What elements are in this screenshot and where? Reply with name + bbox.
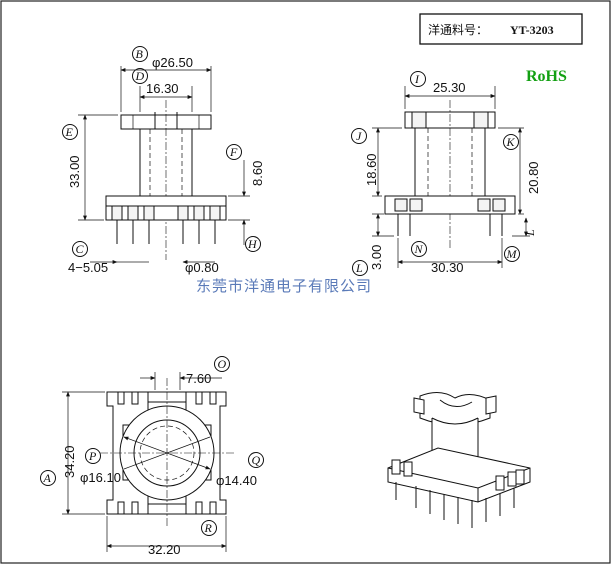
tag-d — [132, 68, 148, 84]
dim-slot-width: 7.60 — [186, 371, 211, 386]
svg-text:D: D — [135, 69, 145, 83]
dim-pin-pitch: 4−5.05 — [68, 260, 108, 275]
dim-base-height: 8.60 — [250, 161, 265, 186]
dim-core-width: 16.30 — [146, 81, 179, 96]
tag-r — [201, 520, 217, 536]
dim-top-width: 25.30 — [433, 80, 466, 95]
rohs-mark: RoHS — [526, 68, 567, 85]
tag-l — [352, 260, 368, 276]
svg-text:Q: Q — [252, 453, 261, 467]
iso-base — [387, 447, 531, 503]
svg-text:K: K — [506, 135, 516, 149]
svg-text:A: A — [43, 471, 52, 485]
tag-f — [226, 144, 242, 160]
base-plate — [105, 195, 227, 207]
dim-pin-span: 30.30 — [431, 260, 464, 275]
svg-text:L: L — [355, 261, 363, 275]
tag-i — [410, 71, 426, 87]
tag-c — [72, 241, 88, 257]
side-pins — [397, 214, 503, 236]
part-number-value: YT-3203 — [510, 23, 554, 37]
svg-text:E: E — [65, 125, 74, 139]
svg-text:J: J — [356, 129, 362, 143]
dim-bore-diameter: φ14.40 — [216, 473, 257, 488]
dim-body-height: 20.80 — [526, 161, 541, 194]
tag-b — [132, 46, 148, 62]
svg-text:R: R — [204, 521, 213, 535]
part-number-box: 洋通料号： YT-3203 — [419, 13, 583, 45]
part-number-prefix: 洋通料号： — [428, 22, 488, 37]
dim-pin-length: 3.00 — [369, 245, 384, 270]
dim-base-width: 32.20 — [148, 542, 181, 557]
tag-h — [245, 236, 261, 252]
svg-text:H: H — [247, 237, 258, 251]
tag-m — [504, 246, 520, 262]
tag-n — [411, 241, 427, 257]
label-l-small: L — [523, 229, 537, 237]
dim-height: 33.00 — [67, 155, 82, 188]
dim-outer-height: 34.20 — [62, 445, 77, 478]
svg-text:I: I — [414, 72, 420, 86]
tag-p — [85, 448, 101, 464]
svg-text:M: M — [506, 247, 518, 261]
tag-a — [40, 470, 56, 486]
svg-text:F: F — [229, 145, 238, 159]
isometric-view — [387, 392, 531, 528]
svg-text:O: O — [218, 357, 227, 371]
tag-o — [214, 356, 230, 372]
dim-winding-height: 18.60 — [364, 153, 379, 186]
dim-inner-diameter: φ16.10 — [80, 470, 121, 485]
tag-j — [351, 128, 367, 144]
svg-text:P: P — [88, 449, 97, 463]
dim-flange-width: φ26.50 — [152, 55, 193, 70]
dim-pin-diameter: φ0.80 — [185, 260, 219, 275]
company-watermark: 东莞市洋通电子有限公司 — [196, 277, 372, 295]
tag-e — [62, 124, 78, 140]
bottom-view: 7.60 34.20 32.20 φ16.10 φ14.40 O P Q A R — [40, 356, 264, 557]
bottom-slots — [117, 391, 217, 515]
svg-text:B: B — [136, 47, 144, 61]
front-pins — [116, 220, 216, 244]
tag-q — [248, 452, 264, 468]
front-view: φ26.50 16.30 33.00 8.60 4−5.05 φ0.80 B D… — [62, 46, 265, 275]
iso-pins — [391, 459, 525, 528]
svg-text:N: N — [414, 242, 424, 256]
svg-text:C: C — [76, 242, 85, 256]
tag-k — [503, 134, 519, 150]
side-view: 25.30 18.60 20.80 3.00 30.30 I J K L N — [351, 71, 541, 276]
